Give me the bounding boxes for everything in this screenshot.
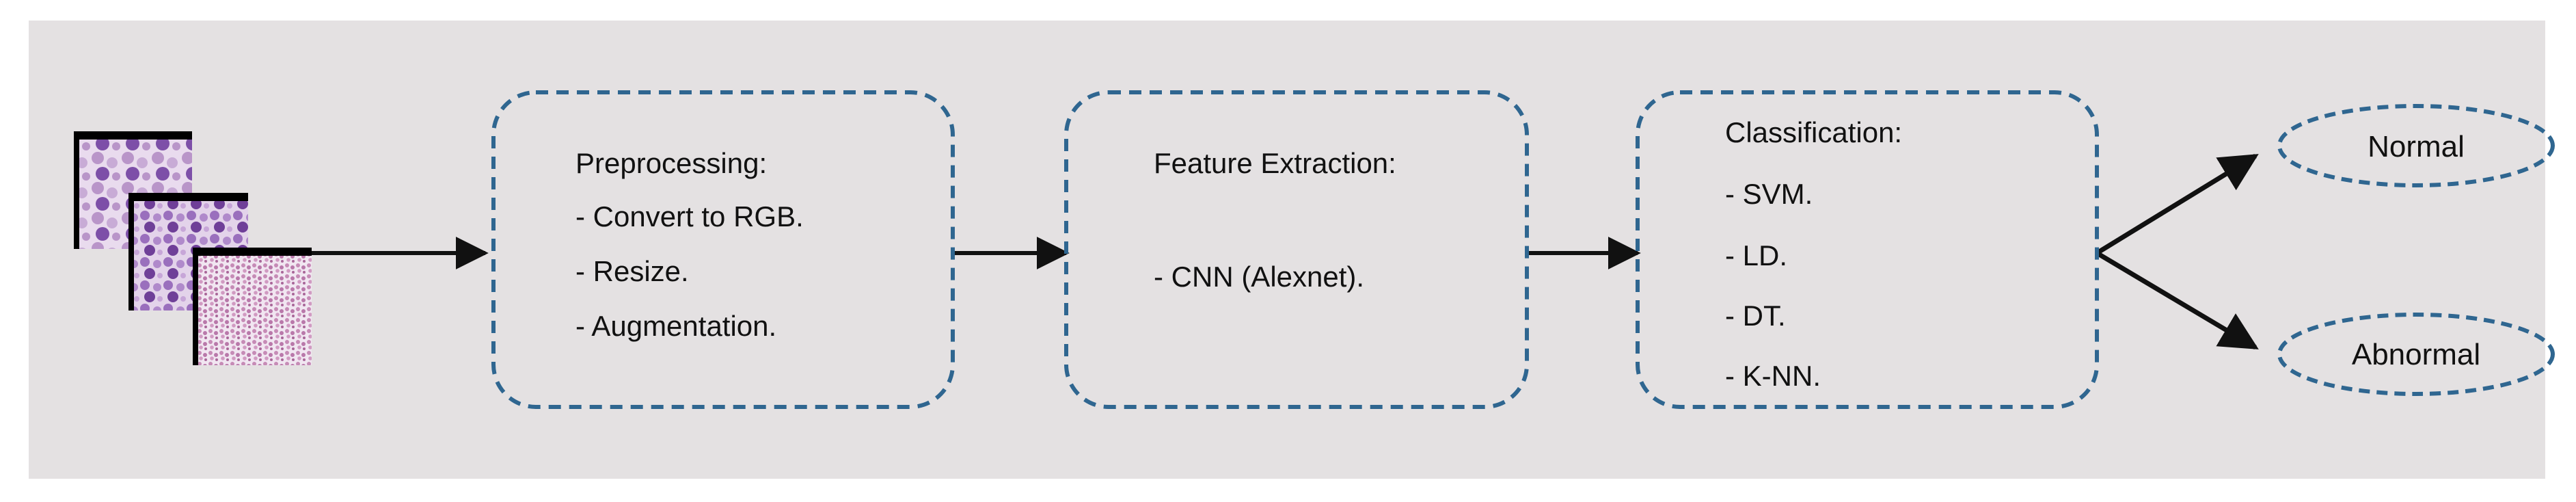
preprocessing-title: Preprocessing: [575, 147, 768, 179]
classification-title: Classification: [1725, 116, 1903, 148]
arrow-classification-to-abnormal [2096, 250, 2259, 350]
normal-label: Normal [2368, 130, 2465, 163]
arrow-classification-to-normal [2096, 154, 2259, 255]
classification-item-knn: - K-NN. [1725, 360, 1821, 392]
abnormal-oval [2277, 313, 2555, 396]
preprocessing-item-augmentation: - Augmentation. [575, 310, 777, 342]
classification-item-dt: - DT. [1725, 300, 1786, 332]
classification-box [1636, 90, 2099, 409]
diagram-panel [29, 21, 2545, 479]
preprocessing-item-convert: - Convert to RGB. [575, 200, 804, 233]
preprocessing-box [491, 90, 955, 409]
classification-text: Classification: - SVM. - LD. - DT. - K-N… [1725, 116, 2039, 391]
input-images [74, 131, 312, 365]
abnormal-label: Abnormal [2351, 338, 2481, 371]
feature-extraction-text: Feature Extraction: - CNN (Alexnet). [1154, 149, 1495, 300]
feature-extraction-box [1064, 90, 1529, 409]
blood-smear-image-3 [198, 256, 312, 365]
classification-item-svm: - SVM. [1725, 178, 1813, 210]
feature-extraction-title: Feature Extraction: [1154, 147, 1396, 179]
preprocessing-text: Preprocessing: - Convert to RGB. - Resiz… [575, 149, 931, 354]
classification-item-ld: - LD. [1725, 239, 1788, 272]
feature-extraction-item-cnn: - CNN (Alexnet). [1154, 261, 1365, 293]
normal-oval [2277, 104, 2555, 187]
preprocessing-item-resize: - Resize. [575, 255, 689, 287]
